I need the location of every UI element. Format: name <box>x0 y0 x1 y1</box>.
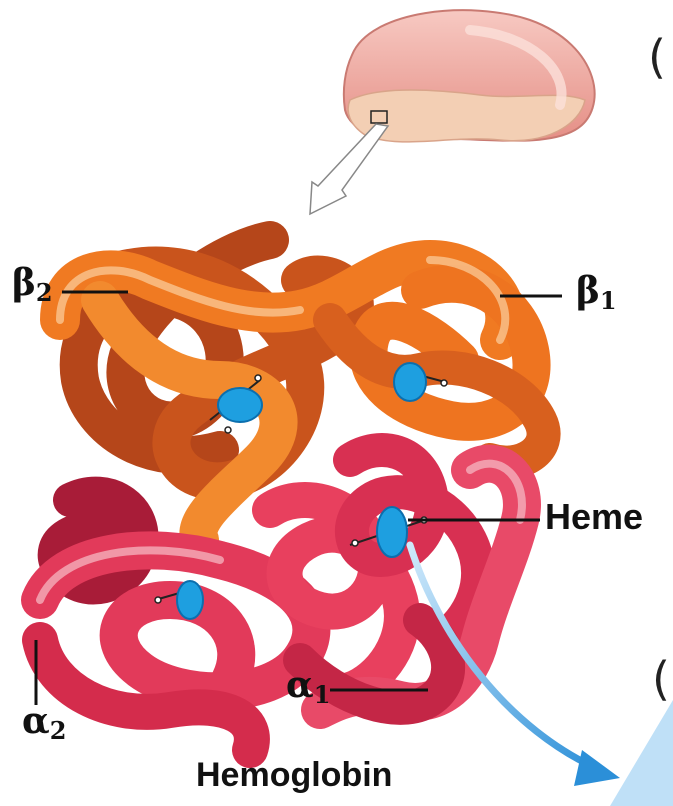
zoom-pointer-icon <box>310 124 388 214</box>
beta2-subscript: 2 <box>36 278 53 307</box>
partial-glyph-bottom: ( <box>652 652 670 706</box>
red-blood-cell <box>344 10 595 142</box>
alpha2-symbol: α <box>22 700 50 742</box>
heme-label: Heme <box>545 496 643 538</box>
beta2-label: β2 <box>12 262 53 307</box>
corner-panel <box>610 700 673 806</box>
alpha1-label: α1 <box>286 664 330 709</box>
partial-glyph-top: ( <box>648 30 666 84</box>
beta1-subscript: 1 <box>600 286 617 315</box>
alpha1-symbol: α <box>286 664 314 706</box>
alpha-chains <box>40 450 522 750</box>
alpha2-subscript: 2 <box>50 716 67 745</box>
alpha1-subscript: 1 <box>314 680 331 709</box>
alpha2-label: α2 <box>22 700 66 745</box>
figure-title: Hemoglobin <box>196 756 392 795</box>
beta1-symbol: β <box>576 270 600 312</box>
beta2-symbol: β <box>12 262 36 304</box>
beta1-label: β1 <box>576 270 617 315</box>
